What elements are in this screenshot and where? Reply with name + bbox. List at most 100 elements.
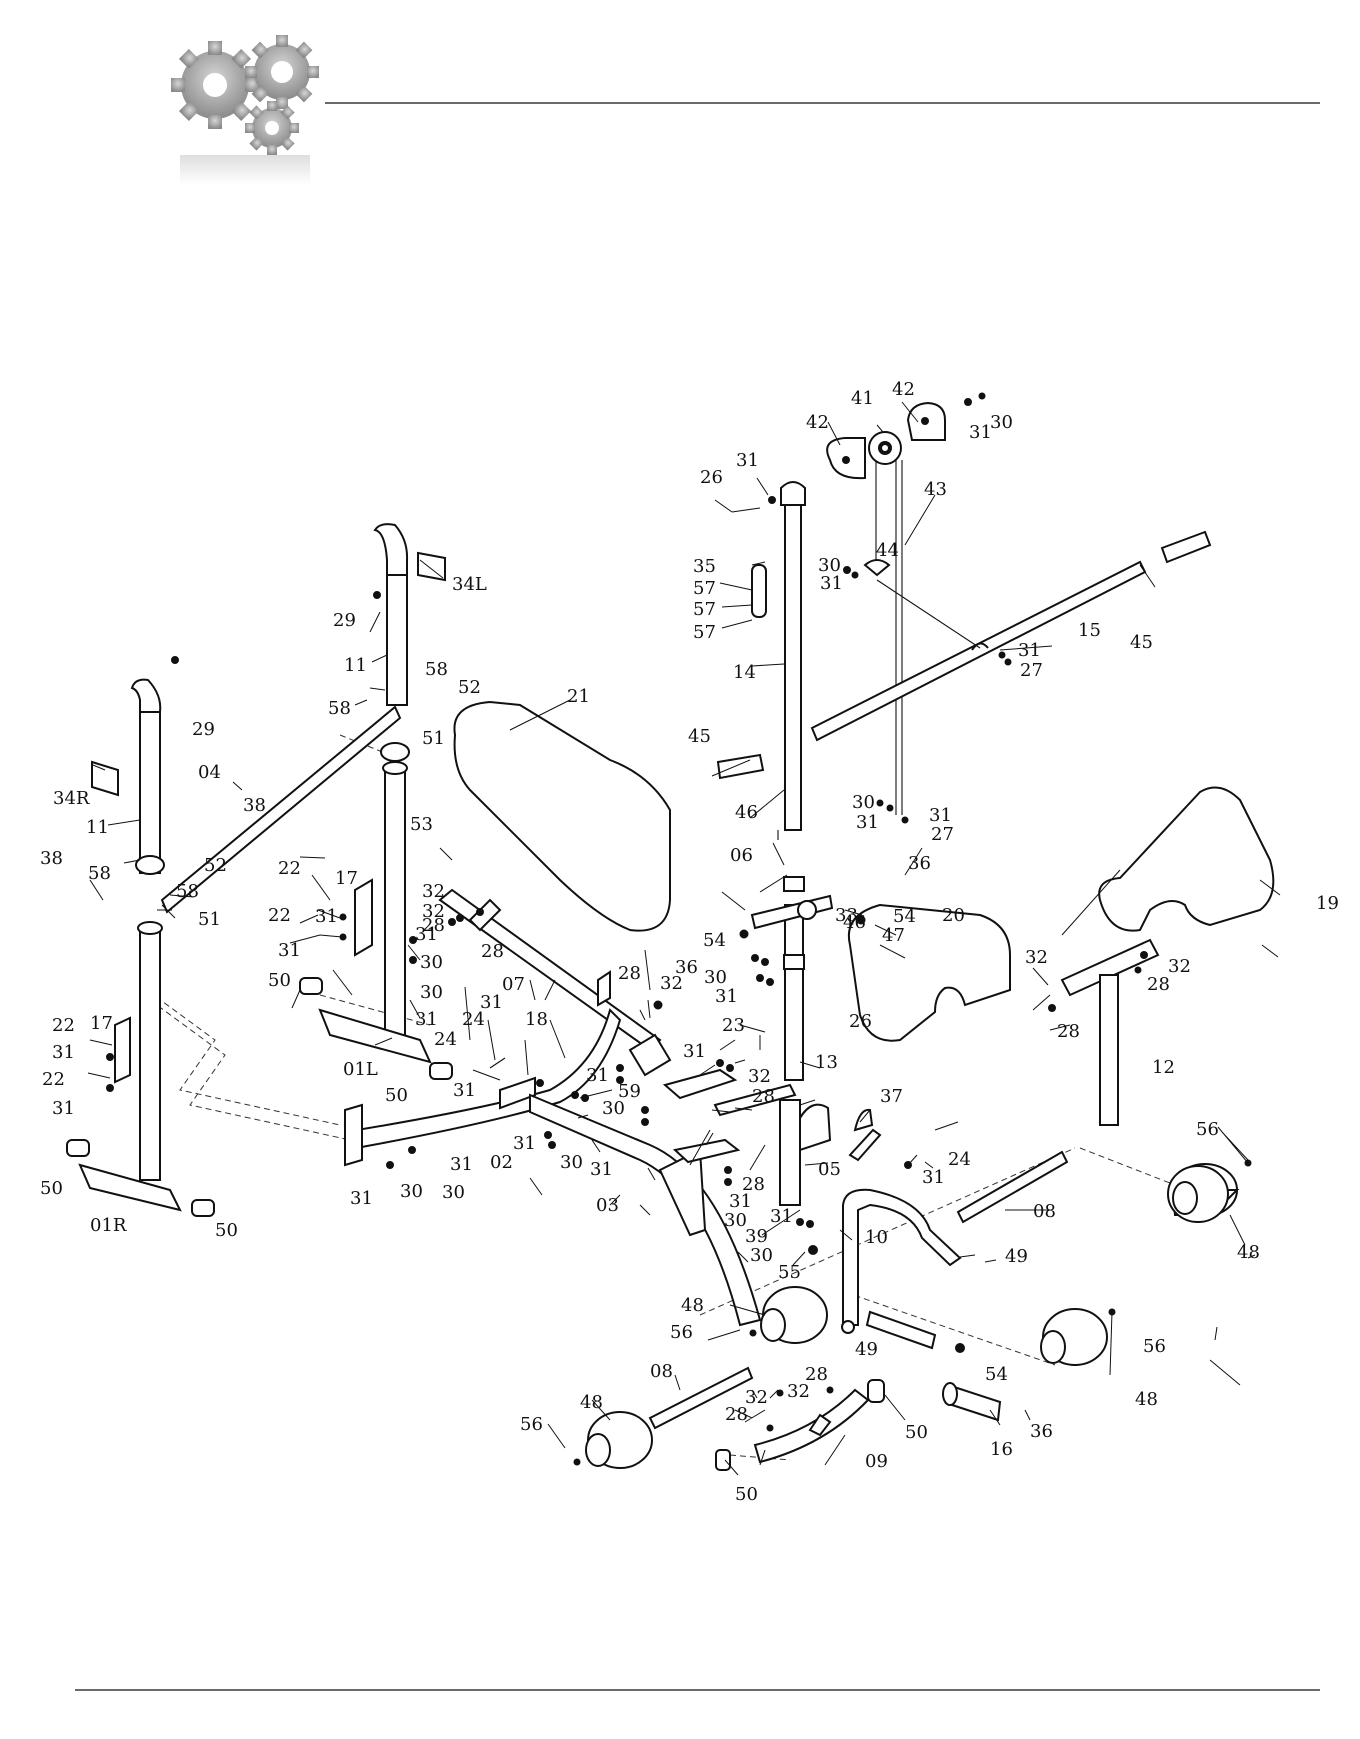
preacher-post-part-12 xyxy=(1060,938,1160,1126)
label-58c: 58 xyxy=(88,863,111,884)
label-28h: 28 xyxy=(805,1364,828,1385)
label-34L: 34L xyxy=(452,574,487,595)
label-45b: 45 xyxy=(688,726,711,747)
label-32d: 32 xyxy=(1025,947,1048,968)
label-39: 39 xyxy=(745,1226,768,1247)
label-32f: 32 xyxy=(748,1066,771,1087)
label-52a: 52 xyxy=(458,677,481,698)
label-45a: 45 xyxy=(1130,632,1153,653)
label-31v: 31 xyxy=(922,1167,945,1188)
label-32g: 32 xyxy=(745,1387,768,1408)
label-46b: 46 xyxy=(843,912,866,933)
label-31q: 31 xyxy=(52,1098,75,1119)
label-28i: 28 xyxy=(725,1404,748,1425)
label-31d: 31 xyxy=(1018,640,1041,661)
label-28d: 28 xyxy=(1147,974,1170,995)
label-54a: 54 xyxy=(703,930,726,951)
label-23: 23 xyxy=(722,1015,745,1036)
label-32b: 32 xyxy=(422,901,445,922)
label-54b: 54 xyxy=(893,906,916,927)
label-22a: 22 xyxy=(278,858,301,879)
preacher-pad-part-19 xyxy=(1098,786,1275,932)
label-30f: 30 xyxy=(420,982,443,1003)
label-11b: 11 xyxy=(86,817,109,838)
label-16: 16 xyxy=(990,1439,1013,1460)
upright-tower-part-14 xyxy=(751,481,806,840)
label-31r: 31 xyxy=(450,1154,473,1175)
label-36b: 36 xyxy=(675,957,698,978)
label-31c: 31 xyxy=(820,573,843,594)
label-50a: 50 xyxy=(268,970,291,991)
part-number-labels: 42 42 41 31 30 26 31 43 30 44 31 35 57 5… xyxy=(40,379,1339,1505)
foam-roller-part-48 xyxy=(585,1163,1240,1469)
label-56a: 56 xyxy=(1196,1119,1219,1140)
label-22d: 22 xyxy=(42,1069,65,1090)
label-20: 20 xyxy=(942,905,965,926)
label-31t: 31 xyxy=(513,1133,536,1154)
backrest-pad-part-21 xyxy=(453,700,671,932)
label-28e: 28 xyxy=(1057,1021,1080,1042)
seat-tube-part-13-05 xyxy=(779,964,874,1206)
label-50e: 50 xyxy=(905,1422,928,1443)
label-12: 12 xyxy=(1152,1057,1175,1078)
pulley-plate-part-42b xyxy=(906,401,946,441)
grip-pad-part-45 xyxy=(716,530,1212,780)
handle-part-37 xyxy=(848,1128,882,1162)
stabilizer-tubes-part-01 xyxy=(78,742,432,1212)
label-48b: 48 xyxy=(681,1295,704,1316)
label-33: 33 xyxy=(835,905,858,926)
label-31h: 31 xyxy=(278,940,301,961)
label-13: 13 xyxy=(815,1052,838,1073)
cable-part-43 xyxy=(863,460,903,815)
label-31a: 31 xyxy=(969,422,992,443)
label-24b: 24 xyxy=(434,1029,457,1050)
label-58d: 58 xyxy=(176,881,199,902)
label-24a: 24 xyxy=(462,1009,485,1030)
label-50b: 50 xyxy=(385,1085,408,1106)
label-30j: 30 xyxy=(560,1152,583,1173)
label-01L: 01L xyxy=(343,1059,378,1080)
label-09: 09 xyxy=(865,1451,888,1472)
main-frame-part-02 xyxy=(344,1008,622,1167)
backrest-frame-part-07 xyxy=(438,888,672,1077)
label-14: 14 xyxy=(733,662,756,683)
seat-bracket-parts xyxy=(662,1068,797,1164)
label-42b: 42 xyxy=(806,412,829,433)
label-50d: 50 xyxy=(215,1220,238,1241)
label-03: 03 xyxy=(596,1195,619,1216)
label-31i: 31 xyxy=(415,924,438,945)
label-59: 59 xyxy=(618,1081,641,1102)
label-44: 44 xyxy=(876,540,899,561)
label-02: 02 xyxy=(490,1152,513,1173)
label-19: 19 xyxy=(1316,893,1339,914)
lat-bar-part-15 xyxy=(810,560,1147,742)
label-38a: 38 xyxy=(243,795,266,816)
label-48c: 48 xyxy=(1135,1389,1158,1410)
label-30b: 30 xyxy=(818,555,841,576)
seat-pad-part-20 xyxy=(847,903,1011,1042)
label-15: 15 xyxy=(1078,620,1101,641)
label-49a: 49 xyxy=(1005,1246,1028,1267)
label-31j: 31 xyxy=(715,986,738,1007)
label-30a: 30 xyxy=(990,412,1013,433)
label-29a: 29 xyxy=(333,610,356,631)
label-28b: 28 xyxy=(481,941,504,962)
label-35: 35 xyxy=(693,556,716,577)
label-51a: 51 xyxy=(422,728,445,749)
label-50c: 50 xyxy=(40,1178,63,1199)
label-32e: 32 xyxy=(1168,956,1191,977)
label-08a: 08 xyxy=(1033,1201,1056,1222)
upright-part-11-left xyxy=(373,523,446,706)
label-31m: 31 xyxy=(52,1042,75,1063)
label-41: 41 xyxy=(851,388,874,409)
label-31k: 31 xyxy=(480,992,503,1013)
pulley-wheel-part-41 xyxy=(868,431,902,465)
label-42a: 42 xyxy=(892,379,915,400)
label-31f: 31 xyxy=(856,812,879,833)
pulley-plate-part-42 xyxy=(826,437,866,480)
label-30k: 30 xyxy=(724,1210,747,1231)
label-49b: 49 xyxy=(855,1339,878,1360)
roller-tube-part-08 xyxy=(648,1150,1069,1430)
